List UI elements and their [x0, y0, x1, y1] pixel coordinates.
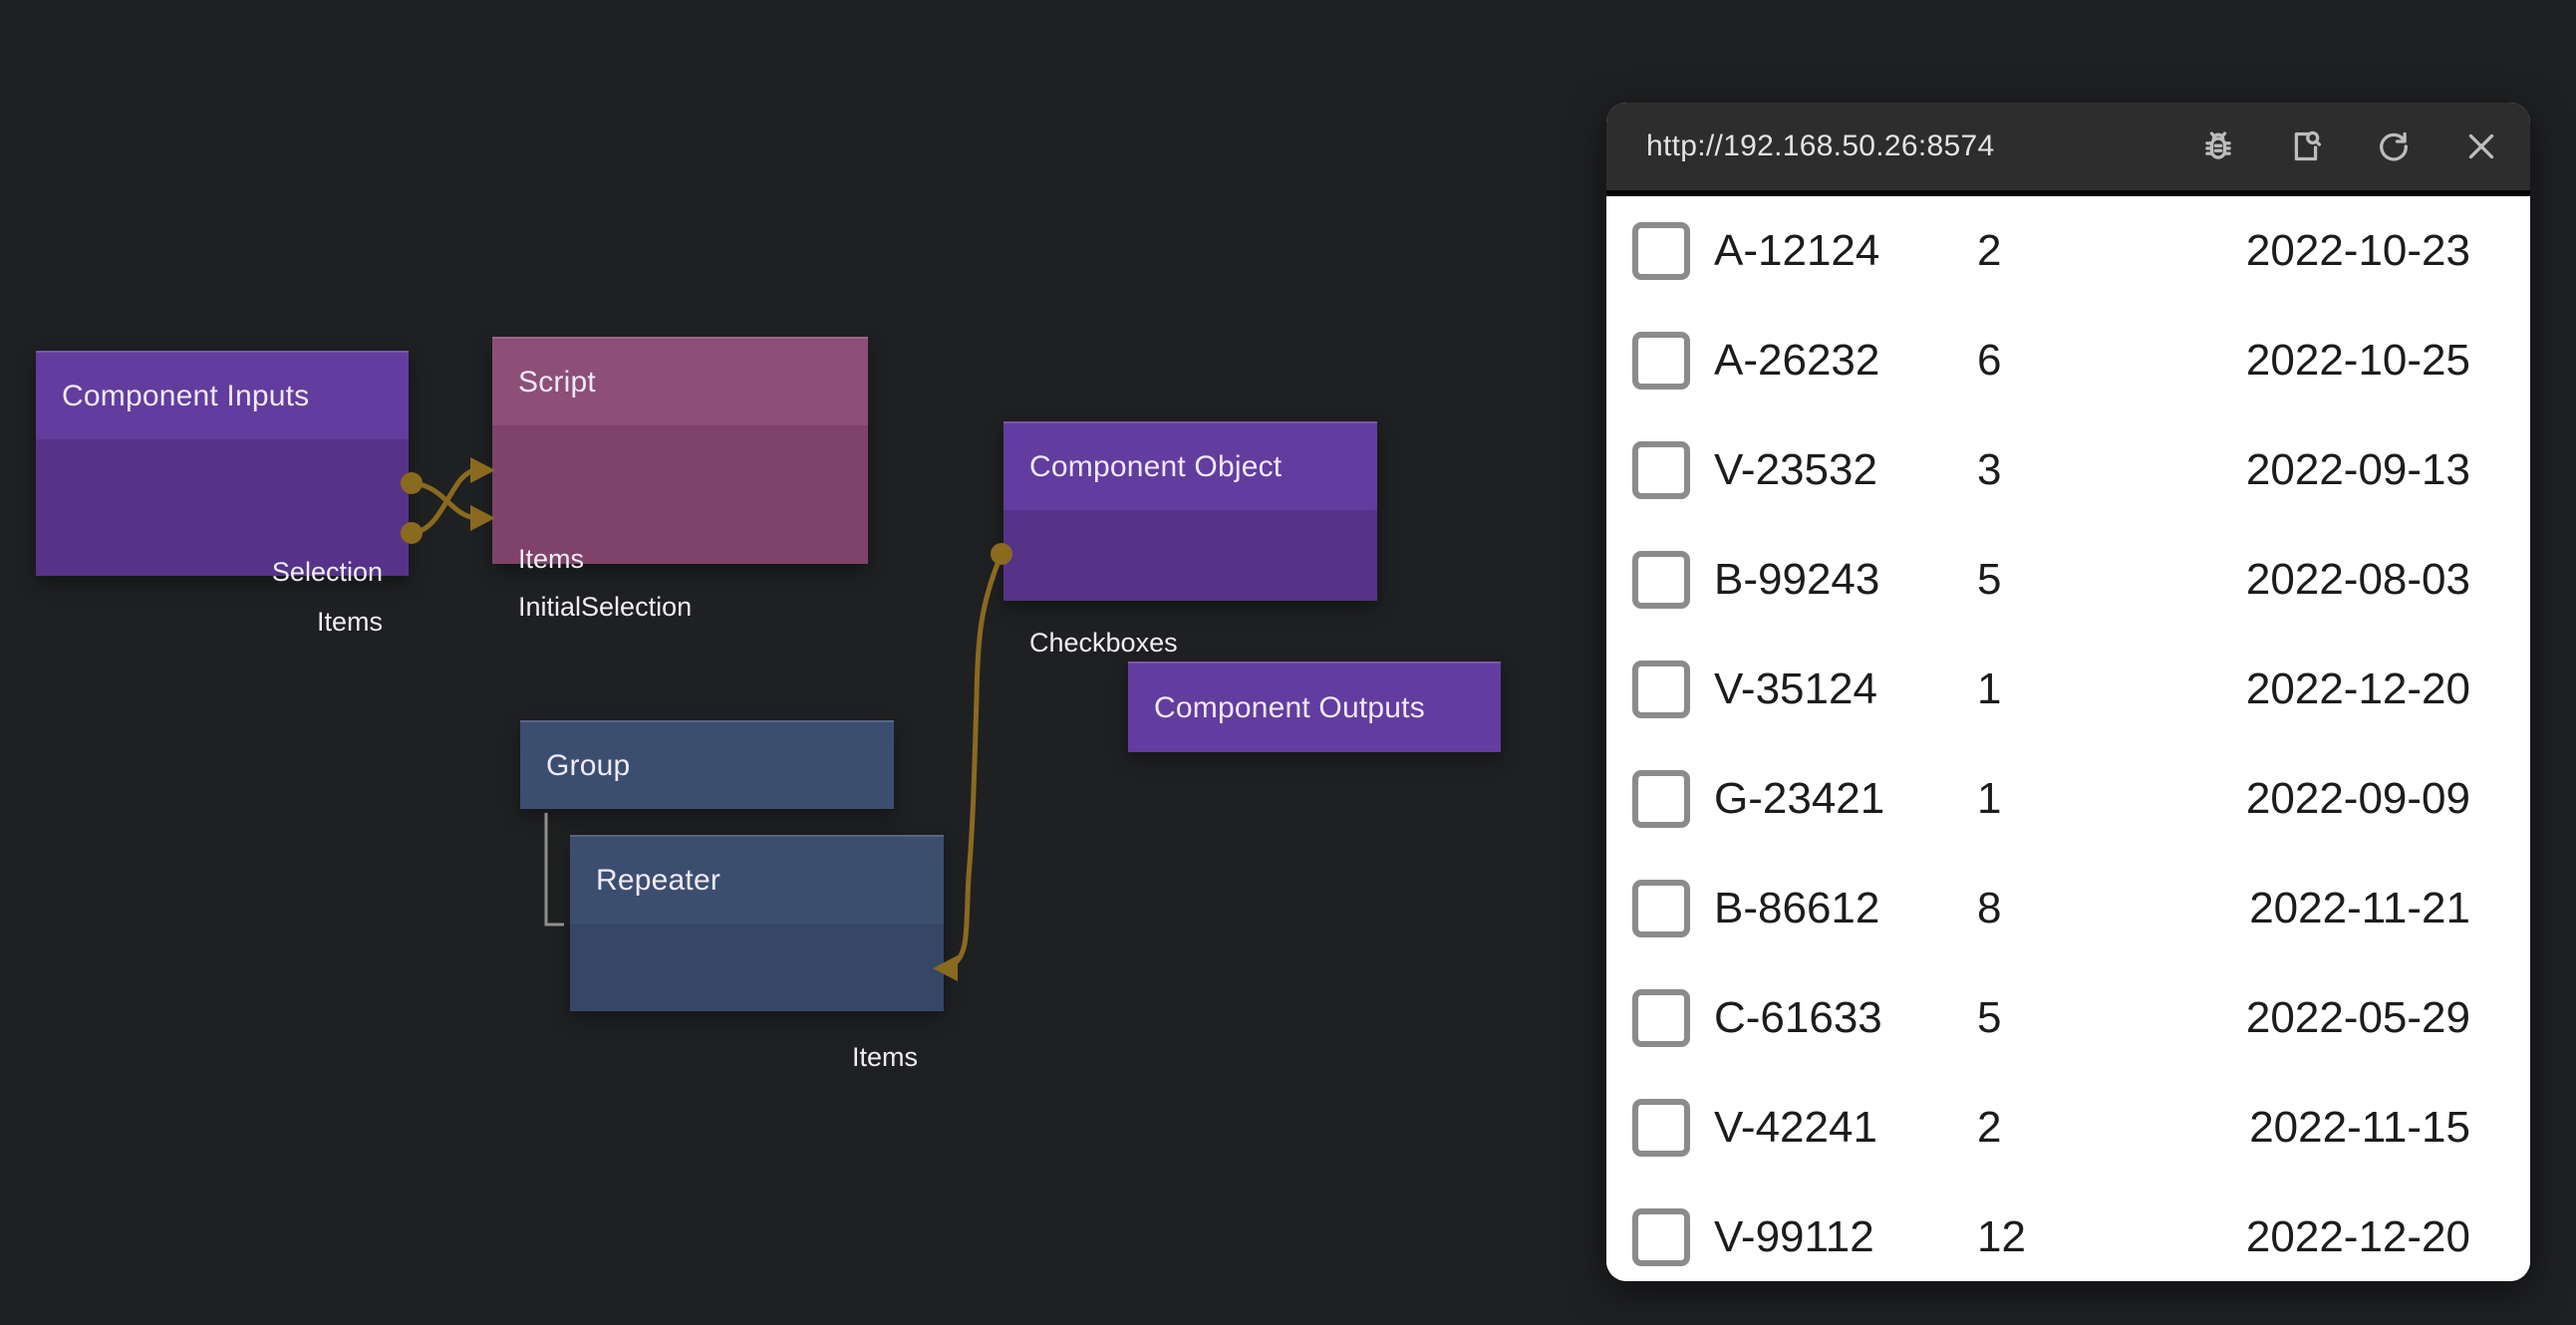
row-qty-cell: 8: [1977, 884, 2002, 932]
row-checkbox[interactable]: [1632, 332, 1690, 390]
row-checkbox[interactable]: [1632, 441, 1690, 499]
row-id-cell: A-12124: [1714, 226, 1880, 275]
row-date-cell: 2022-09-13: [2245, 445, 2470, 494]
row-id-cell: V-99112: [1714, 1212, 1874, 1261]
row-checkbox[interactable]: [1632, 661, 1690, 718]
port-selection[interactable]: Selection: [271, 557, 383, 587]
row-qty-cell: 5: [1977, 555, 2002, 604]
row-checkbox[interactable]: [1632, 222, 1690, 280]
debug-bug-icon[interactable]: [2195, 124, 2241, 169]
table-row: A-26232 6 2022-10-25: [1606, 306, 2530, 415]
inspect-page-icon[interactable]: [2283, 124, 2329, 169]
row-id-cell: B-86612: [1714, 884, 1880, 932]
row-date-cell: 2022-10-25: [2245, 336, 2470, 385]
node-component-object-body: Checkboxes: [1003, 510, 1377, 658]
close-icon[interactable]: [2458, 124, 2504, 169]
table-row: V-42241 2 2022-11-15: [1606, 1073, 2530, 1183]
table-row: G-23421 1 2022-09-09: [1606, 744, 2530, 854]
node-component-inputs-body: Selection Items: [36, 439, 409, 637]
row-id-cell: V-23532: [1714, 445, 1877, 494]
table-row: B-99243 5 2022-08-03: [1606, 525, 2530, 635]
table-row: A-12124 2 2022-10-23: [1606, 196, 2530, 306]
url-text[interactable]: http://192.168.50.26:8574: [1646, 130, 1995, 162]
table-row: V-99112 12 2022-12-20: [1606, 1183, 2530, 1281]
node-script[interactable]: Script Items InitialSelection: [492, 337, 868, 622]
node-component-object-title[interactable]: Component Object: [1003, 421, 1377, 510]
row-id-cell: V-42241: [1714, 1103, 1877, 1152]
browser-table: A-12124 2 2022-10-23 A-26232 6 2022-10-2…: [1606, 196, 2530, 1281]
row-date-cell: 2022-08-03: [2245, 555, 2470, 604]
toolbar-icon-group: [2195, 103, 2504, 190]
node-component-object[interactable]: Component Object Checkboxes: [1003, 421, 1377, 658]
row-qty-cell: 6: [1977, 336, 2002, 385]
wire-selection-initialselection[interactable]: [411, 480, 477, 521]
node-component-outputs[interactable]: Component Outputs: [1128, 662, 1501, 752]
port-initialselection[interactable]: InitialSelection: [518, 592, 693, 622]
row-date-cell: 2022-10-23: [2245, 226, 2470, 275]
node-component-inputs-title[interactable]: Component Inputs: [36, 351, 409, 439]
row-id-cell: G-23421: [1714, 774, 1885, 823]
row-qty-cell: 12: [1977, 1212, 2026, 1261]
row-id-cell: V-35124: [1714, 664, 1877, 713]
row-date-cell: 2022-09-09: [2245, 774, 2470, 823]
node-component-inputs[interactable]: Component Inputs Selection Items: [36, 351, 409, 637]
row-qty-cell: 5: [1977, 993, 2002, 1042]
row-date-cell: 2022-11-21: [2249, 884, 2470, 932]
row-id-cell: C-61633: [1714, 993, 1882, 1042]
row-id-cell: A-26232: [1714, 336, 1880, 385]
row-checkbox[interactable]: [1632, 770, 1690, 828]
row-qty-cell: 1: [1977, 664, 2002, 713]
row-qty-cell: 2: [1977, 226, 2002, 275]
row-qty-cell: 3: [1977, 445, 2002, 494]
node-repeater-title[interactable]: Repeater: [570, 835, 944, 924]
row-qty-cell: 1: [1977, 774, 2002, 823]
row-id-cell: B-99243: [1714, 555, 1880, 604]
row-date-cell: 2022-05-29: [2245, 993, 2470, 1042]
table-row: V-35124 1 2022-12-20: [1606, 635, 2530, 744]
row-checkbox[interactable]: [1632, 989, 1690, 1047]
refresh-icon[interactable]: [2371, 124, 2417, 169]
port-repeater-items[interactable]: Items: [851, 1042, 918, 1072]
table-row: B-86612 8 2022-11-21: [1606, 854, 2530, 963]
port-script-items[interactable]: Items: [518, 544, 585, 574]
row-checkbox[interactable]: [1632, 1208, 1690, 1266]
group-repeater-connector: [544, 813, 564, 927]
row-qty-cell: 2: [1977, 1103, 2002, 1152]
node-script-body: Items InitialSelection: [492, 425, 868, 622]
wire-items-items[interactable]: [411, 467, 477, 536]
browser-toolbar: http://192.168.50.26:8574: [1606, 103, 2530, 196]
wire-checkboxes-items[interactable]: [952, 553, 1004, 966]
browser-panel: http://192.168.50.26:8574: [1606, 103, 2530, 1281]
node-component-outputs-title[interactable]: Component Outputs: [1128, 662, 1501, 752]
node-group-title[interactable]: Group: [520, 720, 894, 809]
row-date-cell: 2022-11-15: [2249, 1103, 2470, 1152]
table-row: C-61633 5 2022-05-29: [1606, 963, 2530, 1073]
port-checkboxes[interactable]: Checkboxes: [1029, 628, 1178, 658]
row-checkbox[interactable]: [1632, 551, 1690, 609]
row-date-cell: 2022-12-20: [2245, 664, 2470, 713]
node-script-title[interactable]: Script: [492, 337, 868, 425]
node-group[interactable]: Group: [520, 720, 894, 809]
row-checkbox[interactable]: [1632, 880, 1690, 937]
table-row: V-23532 3 2022-09-13: [1606, 415, 2530, 525]
node-repeater-body: Items: [570, 924, 944, 1072]
port-items-out[interactable]: Items: [316, 607, 383, 637]
node-repeater[interactable]: Repeater Items: [570, 835, 944, 1072]
row-checkbox[interactable]: [1632, 1099, 1690, 1157]
row-date-cell: 2022-12-20: [2245, 1212, 2470, 1261]
